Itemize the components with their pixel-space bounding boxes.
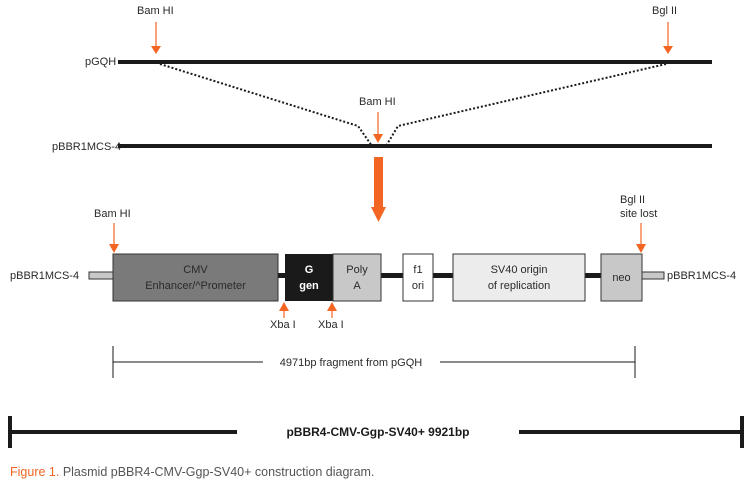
svg-text:CMV: CMV bbox=[183, 264, 208, 276]
pbbr-label: pBBR1MCS-4 bbox=[52, 141, 121, 153]
pgqh-line bbox=[118, 60, 712, 64]
svg-text:Poly: Poly bbox=[346, 264, 368, 276]
caption-text: Plasmid pBBR4-CMV-Ggp-SV40+ construction… bbox=[59, 465, 375, 479]
bamhi-top-arrow bbox=[151, 22, 161, 54]
figure-number: Figure 1. bbox=[10, 465, 60, 479]
fragment-span bbox=[112, 346, 636, 378]
connector bbox=[380, 273, 404, 278]
figure-caption: Figure 1. Plasmid pBBR4-CMV-Ggp-SV40+ co… bbox=[10, 465, 374, 479]
poly-a-box: Poly A bbox=[332, 253, 382, 302]
fragment-label: 4971bp fragment from pGQH bbox=[280, 357, 423, 369]
neo-box: neo bbox=[600, 253, 643, 302]
cmv-enhancer-promoter-box: CMV Enhancer/^Prometer bbox=[112, 253, 279, 302]
connector bbox=[584, 273, 602, 278]
svg-text:of replication: of replication bbox=[488, 280, 550, 292]
sv40-origin-box: SV40 origin of replication bbox=[452, 253, 586, 302]
connector bbox=[278, 273, 286, 278]
left-stub bbox=[88, 271, 114, 280]
pgqh-label: pGQH bbox=[85, 56, 116, 68]
bglii-site-lost-label: site lost bbox=[620, 208, 657, 220]
svg-text:neo: neo bbox=[612, 272, 630, 284]
bglii-construct-arrow bbox=[636, 223, 646, 253]
bamhi-mid-label: Bam HI bbox=[359, 96, 396, 108]
bamhi-construct-arrow bbox=[109, 223, 119, 253]
right-stub bbox=[641, 271, 665, 280]
xba1-arrow bbox=[279, 302, 289, 318]
xba1-label: Xba I bbox=[270, 319, 296, 331]
bglii-construct-label: Bgl II bbox=[620, 194, 645, 206]
construct-right-label: pBBR1MCS-4 bbox=[667, 270, 736, 282]
f1-ori-box: f1 ori bbox=[402, 253, 434, 302]
ligation-arrow-icon bbox=[371, 157, 386, 222]
insertion-dotted-left bbox=[159, 63, 373, 147]
connector bbox=[432, 273, 454, 278]
xba2-label: Xba I bbox=[318, 319, 344, 331]
svg-text:ori: ori bbox=[412, 280, 424, 292]
insertion-dotted-right bbox=[385, 63, 667, 147]
bamhi-top-label: Bam HI bbox=[137, 5, 174, 17]
svg-text:f1: f1 bbox=[413, 264, 422, 276]
bglii-top-label: Bgl II bbox=[652, 5, 677, 17]
svg-text:Enhancer/^Prometer: Enhancer/^Prometer bbox=[145, 280, 246, 292]
plasmid-label: pBBR4-CMV-Ggp-SV40+ 9921bp bbox=[286, 425, 469, 439]
plasmid-span bbox=[8, 416, 744, 448]
svg-text:gen: gen bbox=[299, 280, 319, 292]
construct-left-label: pBBR1MCS-4 bbox=[10, 270, 79, 282]
g-gene-box: G gen bbox=[285, 254, 333, 301]
bglii-top-arrow bbox=[663, 22, 673, 54]
svg-text:G: G bbox=[305, 264, 314, 276]
bamhi-mid-arrow bbox=[373, 112, 383, 143]
svg-text:SV40 origin: SV40 origin bbox=[491, 264, 548, 276]
xba2-arrow bbox=[327, 302, 337, 318]
pbbr-line bbox=[118, 144, 712, 148]
svg-text:A: A bbox=[353, 280, 361, 292]
bamhi-construct-label: Bam HI bbox=[94, 208, 131, 220]
